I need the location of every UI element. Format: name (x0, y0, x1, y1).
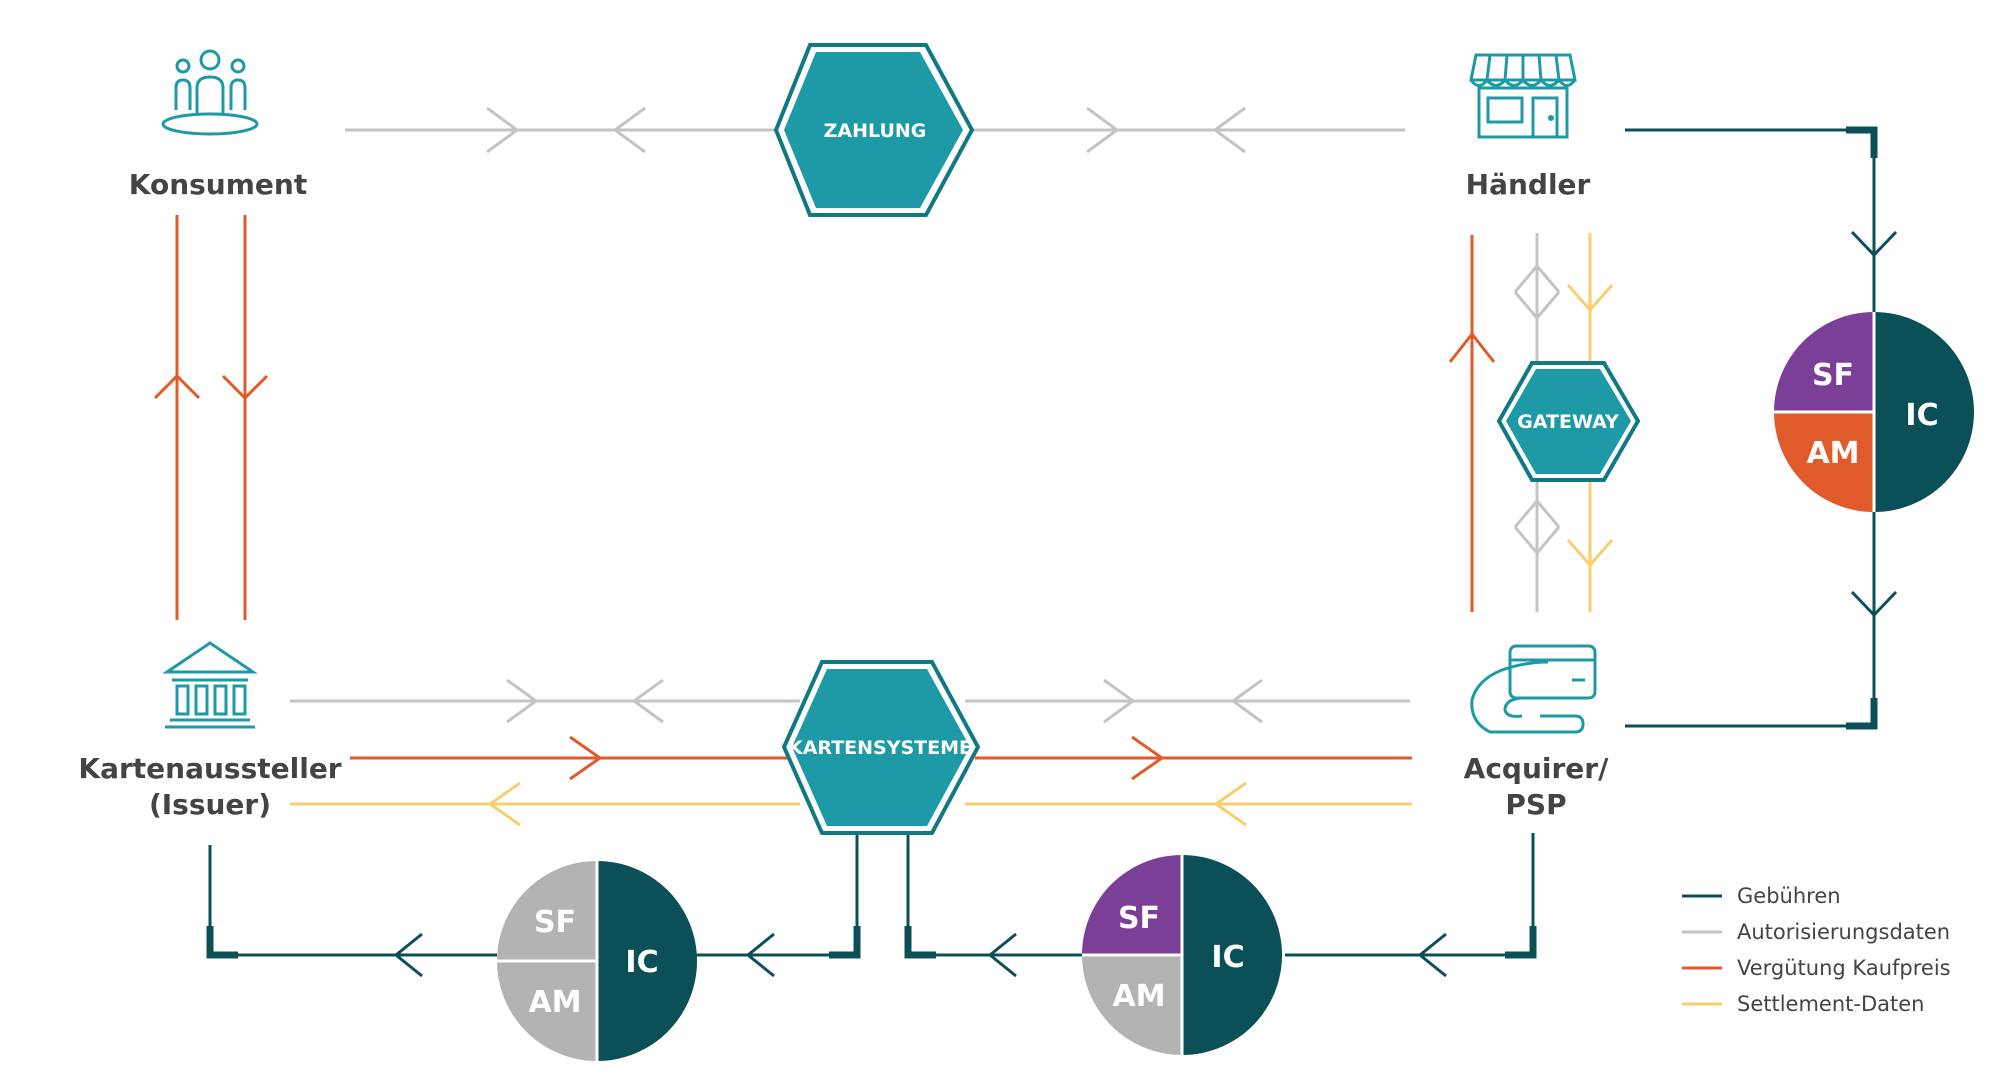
pie-ic-label: IC (1211, 940, 1244, 975)
hub-zahlung: ZAHLUNG (773, 43, 975, 217)
fee-pie-issuer: SF AM IC (497, 861, 697, 1061)
legend-item-settlement-daten: Settlement-Daten (1682, 992, 1924, 1016)
hub-gateway: GATEWAY (1496, 361, 1641, 482)
bank-building-icon (162, 641, 258, 729)
legend: Gebühren Autorisierungsdaten Vergütung K… (1682, 884, 1951, 1016)
fee-pie-merchant: SF AM IC (1774, 312, 1974, 512)
label-konsument: Konsument (129, 168, 307, 201)
pie-ic-segment (1874, 312, 1974, 512)
fee-line-corners (206, 126, 1878, 959)
payment-lines-consumer-issuer (153, 215, 269, 620)
pie-am-segment (1082, 955, 1182, 1055)
legend-item-gebuehren: Gebühren (1682, 884, 1841, 908)
pie-ic-segment (597, 861, 697, 1061)
pie-sf-label: SF (1118, 901, 1160, 936)
pie-ic-segment (1182, 855, 1282, 1055)
label-kartenaussteller: Kartenaussteller (78, 752, 341, 785)
legend-label: Vergütung Kaufpreis (1737, 956, 1951, 980)
people-group-icon (161, 49, 259, 136)
fee-lines (208, 128, 1898, 978)
card-in-hand-icon (1470, 644, 1597, 734)
label-acquirer: Acquirer/ (1464, 752, 1609, 785)
hub-gateway-label: GATEWAY (1517, 411, 1619, 433)
label-issuer: (Issuer) (149, 788, 271, 821)
label-haendler: Händler (1466, 168, 1591, 201)
legend-item-verguetung-kaufpreis: Vergütung Kaufpreis (1682, 956, 1951, 980)
settlement-line-bottom (290, 781, 1412, 827)
legend-item-autorisierungsdaten: Autorisierungsdaten (1682, 920, 1950, 944)
auth-line-bottom (290, 678, 1410, 724)
pie-am-label: AM (528, 985, 581, 1020)
pie-am-label: AM (1806, 436, 1859, 471)
legend-label: Gebühren (1737, 884, 1841, 908)
pie-sf-segment (1082, 855, 1182, 955)
payment-line-acquirer-merchant (1448, 235, 1496, 612)
pie-ic-label: IC (1905, 398, 1938, 433)
fee-pie-acquirer: SF AM IC (1082, 855, 1282, 1055)
hub-kartensysteme-label: KARTENSYSTEME (788, 737, 972, 759)
pie-am-segment (1774, 412, 1874, 512)
pie-sf-label: SF (534, 905, 576, 940)
pie-ic-label: IC (625, 945, 658, 980)
pie-sf-segment (497, 861, 597, 961)
auth-line-top (345, 106, 1405, 154)
pie-am-label: AM (1112, 979, 1165, 1014)
hub-zahlung-label: ZAHLUNG (824, 120, 927, 142)
storefront-icon (1469, 53, 1577, 139)
legend-label: Settlement-Daten (1737, 992, 1924, 1016)
label-psp: PSP (1505, 788, 1566, 821)
payment-line-bottom (350, 735, 1412, 781)
hub-kartensysteme: KARTENSYSTEME (781, 660, 981, 835)
legend-label: Autorisierungsdaten (1737, 920, 1950, 944)
pie-am-segment (497, 961, 597, 1061)
pie-sf-segment (1774, 312, 1874, 412)
pie-sf-label: SF (1812, 358, 1854, 393)
